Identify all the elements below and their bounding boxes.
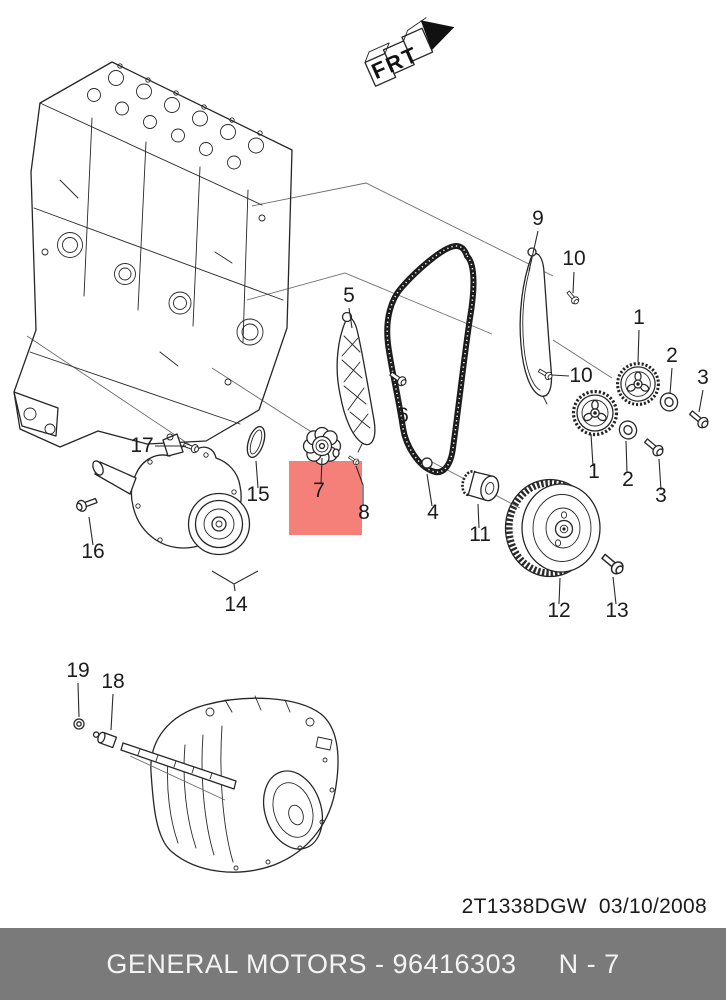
callout-2-lower: 2 <box>622 468 634 491</box>
washer-2-upper <box>656 389 682 415</box>
leader-lines <box>77 230 704 731</box>
callout-9: 9 <box>532 207 544 230</box>
bolt-13 <box>598 550 627 578</box>
callout-3-upper: 3 <box>697 366 709 389</box>
nut-19 <box>73 718 85 730</box>
crank-hub-11 <box>461 470 500 502</box>
sprocket-1-upper <box>616 362 660 406</box>
bolt-16 <box>74 494 99 514</box>
sensor-18 <box>92 731 118 749</box>
drawing-stamp: 2T1338DGW 03/10/2008 <box>462 895 707 919</box>
callout-13: 13 <box>605 599 628 622</box>
washer-2-lower <box>615 417 641 443</box>
callout-12: 12 <box>547 599 570 622</box>
camshaft-sprockets <box>571 362 711 459</box>
callout-8: 8 <box>358 501 370 524</box>
callout-5: 5 <box>343 284 355 307</box>
gasket-15 <box>246 425 266 459</box>
callout-6: 6 <box>397 404 409 427</box>
callout-18: 18 <box>101 670 124 693</box>
tensioner-7 <box>302 426 361 467</box>
chain-guide-5 <box>336 311 376 453</box>
chain-guide-9 <box>519 247 553 405</box>
drawing-date: 03/10/2008 <box>598 895 707 918</box>
sensor-rod <box>120 742 237 790</box>
engine-block-drawing <box>13 61 293 448</box>
callout-4: 4 <box>427 501 439 524</box>
water-pump-drawing <box>74 425 266 556</box>
callout-2-upper: 2 <box>666 344 678 367</box>
transmission-drawing <box>73 695 339 873</box>
footer-bar: GENERAL MOTORS - 96416303 N - 7 <box>0 928 726 1000</box>
callout-labels: 9 10 1 2 3 10 1 2 3 5 6 4 11 12 13 7 8 1… <box>66 207 709 693</box>
sprocket-1-lower <box>571 389 619 437</box>
footer-brand-part: GENERAL MOTORS - 96416303 <box>106 948 517 979</box>
frt-direction-icon: FRT <box>364 17 455 87</box>
callout-19: 19 <box>66 659 89 682</box>
callout-15: 15 <box>246 483 269 506</box>
callout-1-upper: 1 <box>633 306 645 329</box>
callout-10-upper: 10 <box>562 247 585 270</box>
callout-7-highlighted: 7 <box>313 479 325 502</box>
highlight-box-part-7 <box>289 461 362 535</box>
pump-inlet <box>94 461 137 495</box>
callout-14: 14 <box>224 593 248 616</box>
footer-page-ref: N - 7 <box>558 948 620 979</box>
drawing-code: 2T1338DGW <box>461 895 587 918</box>
callout-10-lower: 10 <box>569 364 592 387</box>
crank-pulley-12 <box>504 478 601 578</box>
callout-16: 16 <box>81 540 104 563</box>
callout-3-lower: 3 <box>655 484 667 507</box>
callout-11: 11 <box>469 523 491 546</box>
exploded-parts-diagram: FRT <box>13 17 711 873</box>
bolt-3-lower <box>641 435 666 459</box>
timing-chain-4 <box>384 242 477 476</box>
frt-arrow-head <box>420 20 455 51</box>
callout-1-lower: 1 <box>588 460 600 483</box>
callout-17: 17 <box>130 434 153 457</box>
